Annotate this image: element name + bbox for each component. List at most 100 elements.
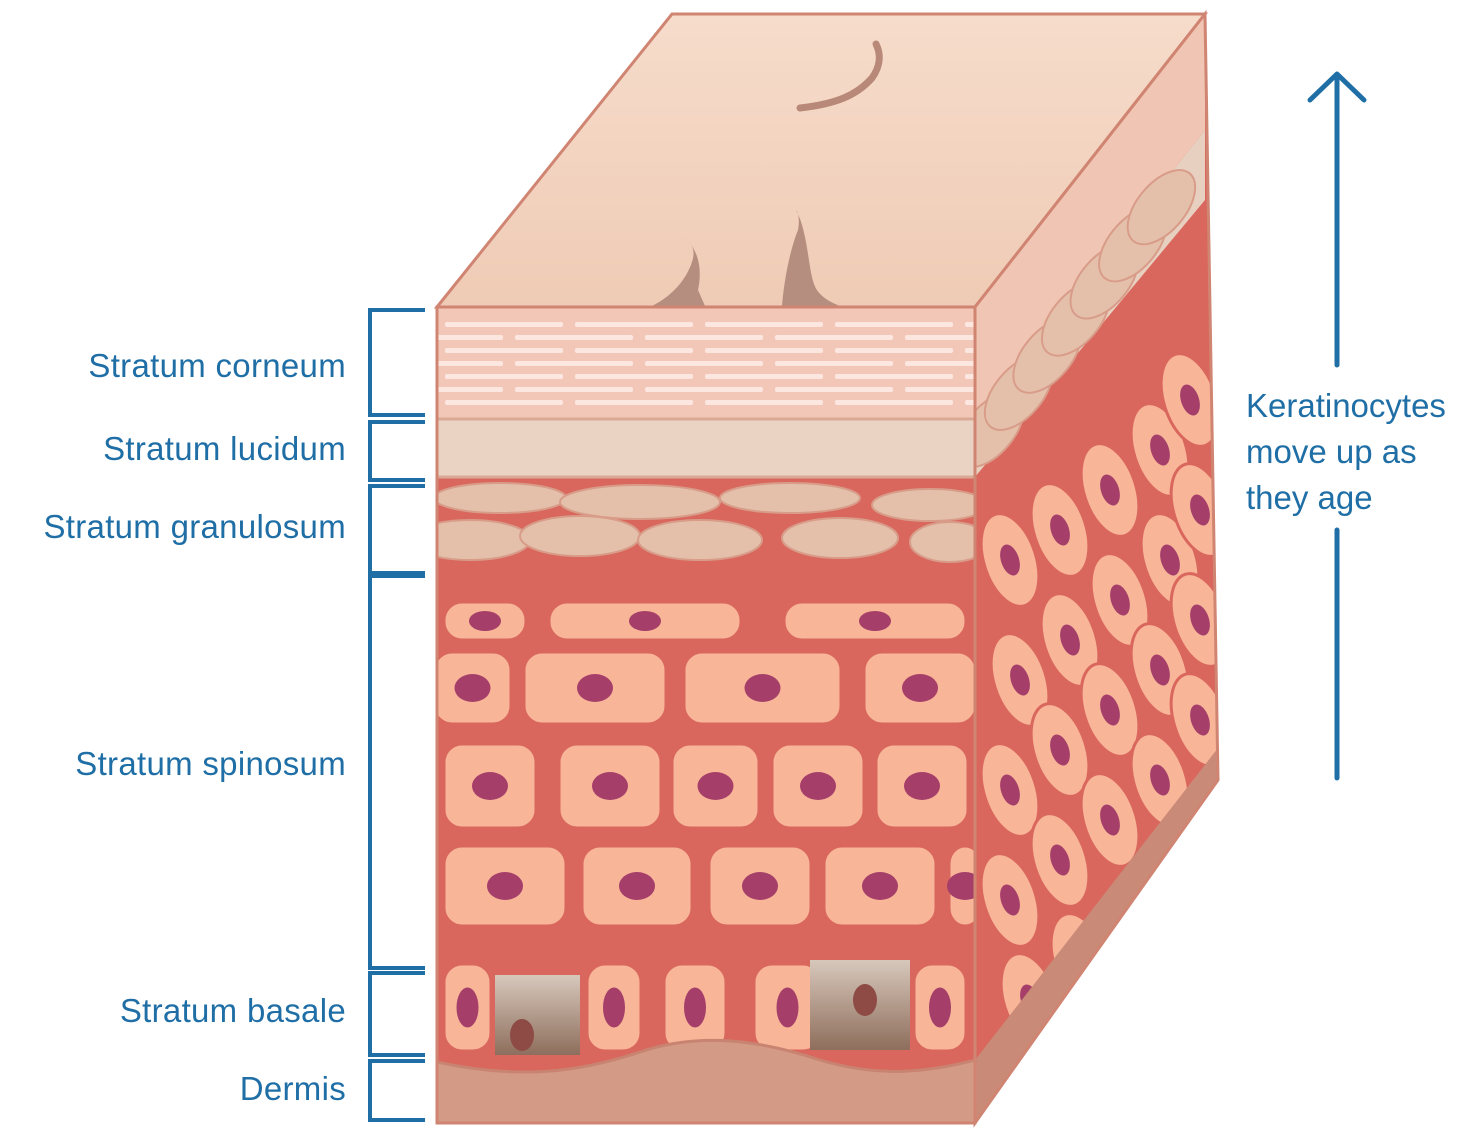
- cell-nucleus: [947, 872, 975, 900]
- bracket-icon: [368, 1059, 425, 1122]
- annotation-line: they age: [1246, 479, 1373, 516]
- corneum-lamella: [965, 322, 975, 327]
- cell-nucleus: [1050, 734, 1070, 766]
- cell-nucleus: [902, 674, 938, 702]
- granule-cell: [519, 515, 641, 557]
- dermis-side: [975, 748, 1218, 1123]
- cell-nucleus: [603, 987, 625, 1028]
- cell-nucleus: [1000, 884, 1020, 916]
- cell-nucleus: [800, 772, 836, 800]
- melanocyte: [510, 1019, 534, 1051]
- cell-nucleus: [1060, 624, 1080, 656]
- cell-nucleus: [744, 674, 781, 702]
- cell-nucleus: [1100, 694, 1120, 726]
- corneum-lamella: [775, 335, 893, 340]
- granule-cell: [719, 482, 861, 514]
- cell-nucleus: [776, 987, 799, 1028]
- corneum-lamella: [905, 387, 975, 392]
- cell-nucleus: [577, 674, 613, 702]
- corneum-lamella: [705, 322, 823, 327]
- cell-nucleus: [1190, 704, 1210, 736]
- bracket-icon: [368, 484, 425, 575]
- label-stratum-lucidum: Stratum lucidum: [103, 430, 346, 467]
- cell-nucleus: [1180, 384, 1200, 416]
- corneum-lamella: [575, 348, 693, 353]
- corneum-lamella: [965, 348, 975, 353]
- melanocyte: [853, 984, 877, 1016]
- cell-nucleus: [1110, 584, 1130, 616]
- bracket-icon: [368, 971, 425, 1057]
- granule-cell: [871, 488, 975, 522]
- cell-nucleus: [487, 872, 523, 900]
- cell-nucleus: [742, 872, 778, 900]
- lucidum-band: [437, 419, 975, 477]
- bracket-icon: [368, 420, 425, 482]
- corneum-lamella: [965, 374, 975, 379]
- cell-nucleus: [1150, 654, 1170, 686]
- granule-cell: [637, 519, 763, 561]
- granule-cell: [909, 521, 975, 563]
- cell-nucleus: [592, 772, 628, 800]
- granule-cell: [559, 484, 721, 520]
- corneum-lamella: [437, 361, 503, 366]
- label-dermis: Dermis: [239, 1070, 346, 1107]
- corneum-lamella: [965, 400, 975, 405]
- corneum-lamella: [515, 387, 633, 392]
- surface-crease: [796, 40, 883, 112]
- corneum-lamella: [835, 400, 953, 405]
- corneum-lamella: [835, 322, 953, 327]
- cell-nucleus: [1190, 494, 1210, 526]
- corneum-lamella: [705, 374, 823, 379]
- cell-nucleus: [859, 611, 891, 631]
- annotation-line: move up as: [1246, 433, 1417, 470]
- corneum-lamella: [705, 400, 823, 405]
- hair-follicle: [652, 238, 705, 306]
- cell-nucleus: [1190, 604, 1210, 636]
- corneum-lamella: [645, 387, 763, 392]
- cell-nucleus: [629, 611, 661, 631]
- bracket-icon: [368, 308, 425, 417]
- label-stratum-granulosum: Stratum granulosum: [43, 508, 346, 545]
- annotation-line: Keratinocytes: [1246, 387, 1446, 424]
- label-stratum-basale: Stratum basale: [119, 992, 346, 1029]
- corneum-lamella: [705, 348, 823, 353]
- cell-nucleus: [1100, 474, 1120, 506]
- corneum-lamella: [835, 348, 953, 353]
- cell-nucleus: [929, 987, 951, 1028]
- cell-nucleus: [456, 987, 479, 1028]
- granule-cell: [1126, 169, 1197, 246]
- cell-nucleus: [697, 772, 734, 800]
- granule-cell: [781, 517, 899, 559]
- arrow-up-icon: [1307, 71, 1367, 781]
- cell-nucleus: [1050, 844, 1070, 876]
- cell-nucleus: [904, 772, 940, 800]
- corneum-lamella: [835, 374, 953, 379]
- cell-nucleus: [1160, 544, 1180, 576]
- corneum-lamella: [437, 335, 503, 340]
- cell-nucleus: [454, 674, 491, 702]
- hair-follicle: [782, 210, 840, 306]
- cell-nucleus: [1050, 514, 1070, 546]
- basal-gap: [495, 975, 580, 1055]
- cell-nucleus: [619, 872, 655, 900]
- corneum-lamella: [437, 387, 503, 392]
- corneum-lamella: [575, 322, 693, 327]
- corneum-side: [975, 14, 1205, 419]
- corneum-lamella: [645, 335, 763, 340]
- cell-nucleus: [1150, 434, 1170, 466]
- corneum-lamella: [445, 348, 563, 353]
- cell-nucleus: [1000, 544, 1020, 576]
- corneum-lamella: [445, 374, 563, 379]
- corneum-lamella: [775, 387, 893, 392]
- cell-nucleus: [1100, 804, 1120, 836]
- corneum-lamella: [905, 335, 975, 340]
- corneum-lamella: [575, 400, 693, 405]
- corneum-lamella: [445, 400, 563, 405]
- corneum-lamella: [775, 361, 893, 366]
- cell-nucleus: [862, 872, 898, 900]
- cell-nucleus: [1000, 774, 1020, 806]
- corneum-lamella: [515, 361, 633, 366]
- corneum-lamella: [445, 322, 563, 327]
